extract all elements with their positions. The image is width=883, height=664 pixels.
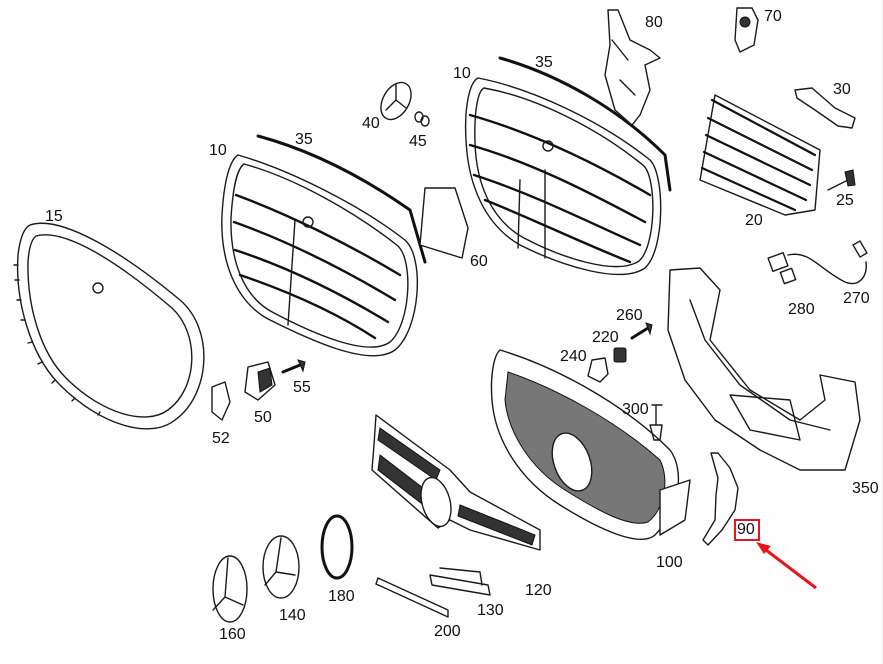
callout-220[interactable]: 220 [592,329,619,346]
callout-10-left[interactable]: 10 [209,142,227,159]
part-220-clipnut-drawing[interactable] [613,347,627,363]
highlight-box-90 [734,519,760,541]
callout-25[interactable]: 25 [836,192,854,209]
callout-300[interactable]: 300 [622,401,649,418]
part-280-sensor-drawing[interactable] [767,251,797,285]
callout-55[interactable]: 55 [293,379,311,396]
callout-130[interactable]: 130 [477,602,504,619]
callout-350[interactable]: 350 [852,480,879,497]
part-350-carrier-drawing[interactable] [667,267,861,471]
callout-80[interactable]: 80 [645,14,663,31]
callout-35-center[interactable]: 35 [535,54,553,71]
callout-45[interactable]: 45 [409,133,427,150]
part-52-bracket-drawing[interactable] [211,381,231,421]
part-270-harness-drawing[interactable] [787,240,868,285]
callout-180[interactable]: 180 [328,588,355,605]
callout-70[interactable]: 70 [764,8,782,25]
callout-160[interactable]: 160 [219,626,246,643]
highlight-arrow [756,542,817,590]
callout-30[interactable]: 30 [833,81,851,98]
part-120-sport-grille-drawing[interactable] [371,414,541,551]
part-55-screw-drawing[interactable] [281,359,306,374]
callout-20[interactable]: 20 [745,212,763,229]
callout-60[interactable]: 60 [470,253,488,270]
part-45-clip-drawing[interactable] [414,111,430,127]
part-130-insert-drawing[interactable] [429,567,491,596]
part-20-louvre-drawing[interactable] [699,94,821,216]
part-50-clip-drawing[interactable] [244,361,276,401]
part-200-strip-drawing[interactable] [375,577,449,618]
part-240-retainer-drawing[interactable] [587,357,609,383]
callout-240[interactable]: 240 [560,348,587,365]
part-25-screw-drawing[interactable] [827,169,856,191]
callout-35-left[interactable]: 35 [295,131,313,148]
callout-100[interactable]: 100 [656,554,683,571]
callout-52[interactable]: 52 [212,430,230,447]
part-40-emblem-drawing[interactable] [375,77,418,125]
callout-90[interactable]: 90 [737,521,755,538]
part-300-rivet-drawing[interactable] [649,404,663,441]
callout-40[interactable]: 40 [362,115,380,132]
part-30-holder-drawing[interactable] [794,87,856,129]
part-70-actuator-drawing[interactable] [734,7,759,53]
callout-10-center[interactable]: 10 [453,65,471,82]
callout-260[interactable]: 260 [616,307,643,324]
part-10-center-grille-drawing[interactable] [464,56,672,276]
callout-280[interactable]: 280 [788,301,815,318]
part-260-screw-drawing[interactable] [630,322,653,340]
part-160-star-emblem-drawing[interactable] [212,555,248,623]
part-140-star-carrier-drawing[interactable] [262,535,300,599]
part-180-ring-drawing[interactable] [320,514,354,580]
part-90-bracket-drawing[interactable] [702,452,739,546]
part-80-bracket-drawing[interactable] [604,9,661,126]
part-10-left-grille-drawing[interactable] [221,134,427,357]
callout-200[interactable]: 200 [434,623,461,640]
callout-15[interactable]: 15 [45,208,63,225]
callout-50[interactable]: 50 [254,409,272,426]
callout-270[interactable]: 270 [843,290,870,307]
part-100-diamond-grille-drawing[interactable] [490,349,691,540]
callout-120[interactable]: 120 [525,582,552,599]
part-60-cover-drawing[interactable] [419,187,469,259]
part-15-frame-drawing[interactable] [13,222,205,430]
callout-140[interactable]: 140 [279,607,306,624]
